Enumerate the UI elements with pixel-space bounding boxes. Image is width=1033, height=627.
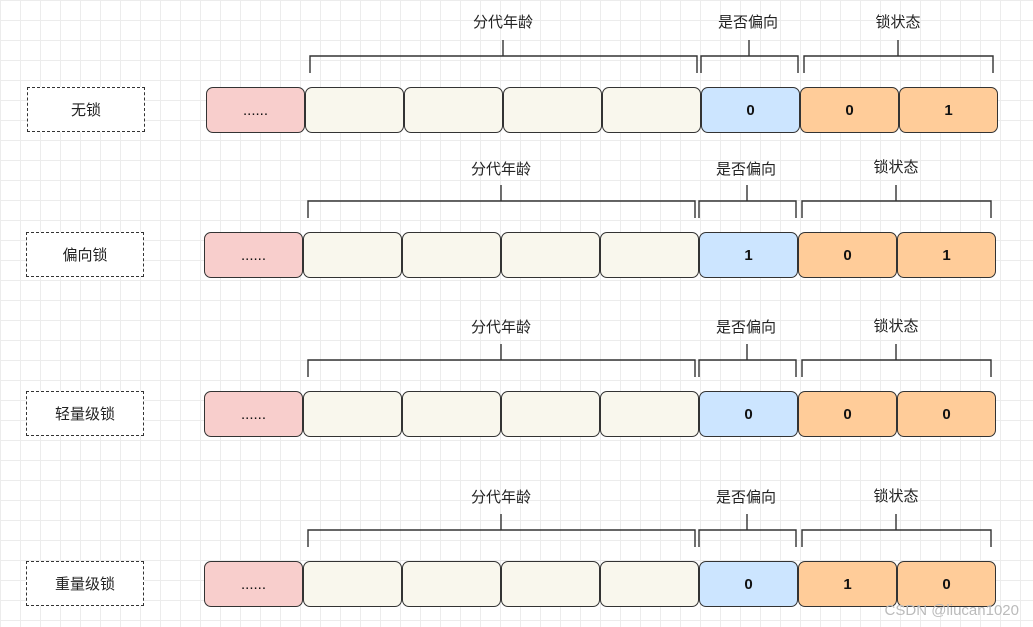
lock-row-lightweight: 分代年龄 是否偏向 锁状态 轻量级锁 ...... 0 0 0	[0, 304, 1033, 444]
lock-state-label: 轻量级锁	[26, 391, 144, 436]
age-bit-cell	[600, 232, 699, 278]
age-group-label: 分代年龄	[470, 160, 532, 178]
age-bracket	[307, 344, 696, 377]
age-bracket	[307, 185, 696, 218]
age-bit-cell	[602, 87, 701, 133]
biased-group-label: 是否偏向	[715, 160, 777, 178]
age-bit-cell	[501, 232, 600, 278]
age-bracket	[309, 40, 698, 73]
lock-bit-cell: 1	[897, 232, 996, 278]
lock-bracket	[801, 514, 992, 547]
lock-row-biased: 分代年龄 是否偏向 锁状态 偏向锁 ...... 1 0 1	[0, 145, 1033, 285]
lock-group-label: 锁状态	[873, 317, 919, 335]
lock-bit-cell: 0	[897, 561, 996, 607]
age-bit-cell	[600, 561, 699, 607]
lock-bit-cell: 0	[798, 391, 897, 437]
lock-bracket	[801, 344, 992, 377]
lock-state-label: 重量级锁	[26, 561, 144, 606]
lock-group-label: 锁状态	[873, 158, 919, 176]
lock-bit-cell: 1	[899, 87, 998, 133]
age-bit-cell	[402, 391, 501, 437]
biased-bracket	[698, 344, 797, 377]
age-bit-cell	[303, 232, 402, 278]
age-group-label: 分代年龄	[472, 13, 534, 31]
age-bracket	[307, 514, 696, 547]
biased-bracket	[698, 185, 797, 218]
biased-group-label: 是否偏向	[715, 318, 777, 336]
age-bit-cell	[303, 391, 402, 437]
age-group-label: 分代年龄	[470, 488, 532, 506]
lock-bracket	[801, 185, 992, 218]
lock-bit-cell: 0	[798, 232, 897, 278]
header-dots-cell: ......	[206, 87, 305, 133]
age-bit-cell	[305, 87, 404, 133]
biased-bit-cell: 0	[699, 391, 798, 437]
age-bit-cell	[501, 391, 600, 437]
group-brackets	[307, 344, 992, 377]
lock-bracket	[803, 40, 994, 73]
lock-bit-cell: 0	[897, 391, 996, 437]
lock-state-label: 无锁	[27, 87, 145, 132]
header-dots-cell: ......	[204, 561, 303, 607]
age-bit-cell	[402, 561, 501, 607]
age-bit-cell	[503, 87, 602, 133]
header-dots-cell: ......	[204, 232, 303, 278]
lock-bit-cell: 1	[798, 561, 897, 607]
biased-bracket	[698, 514, 797, 547]
biased-bit-cell: 0	[701, 87, 800, 133]
lock-group-label: 锁状态	[873, 487, 919, 505]
lock-state-label: 偏向锁	[26, 232, 144, 277]
biased-bit-cell: 0	[699, 561, 798, 607]
age-bit-cell	[303, 561, 402, 607]
group-brackets	[307, 185, 992, 218]
lock-group-label: 锁状态	[875, 13, 921, 31]
biased-group-label: 是否偏向	[717, 13, 779, 31]
age-bit-cell	[600, 391, 699, 437]
watermark-text: CSDN @liucan1020	[884, 602, 1019, 619]
group-brackets	[307, 514, 992, 547]
lock-bit-cell: 0	[800, 87, 899, 133]
biased-bracket	[700, 40, 799, 73]
biased-bit-cell: 1	[699, 232, 798, 278]
age-bit-cell	[404, 87, 503, 133]
biased-group-label: 是否偏向	[715, 488, 777, 506]
lock-row-heavyweight: 分代年龄 是否偏向 锁状态 重量级锁 ...... 0 1 0	[0, 474, 1033, 614]
age-group-label: 分代年龄	[470, 318, 532, 336]
age-bit-cell	[402, 232, 501, 278]
lock-row-unlocked: 分代年龄 是否偏向 锁状态 无锁 ...... 0 0 1	[0, 0, 1033, 140]
group-brackets	[309, 40, 994, 73]
age-bit-cell	[501, 561, 600, 607]
header-dots-cell: ......	[204, 391, 303, 437]
